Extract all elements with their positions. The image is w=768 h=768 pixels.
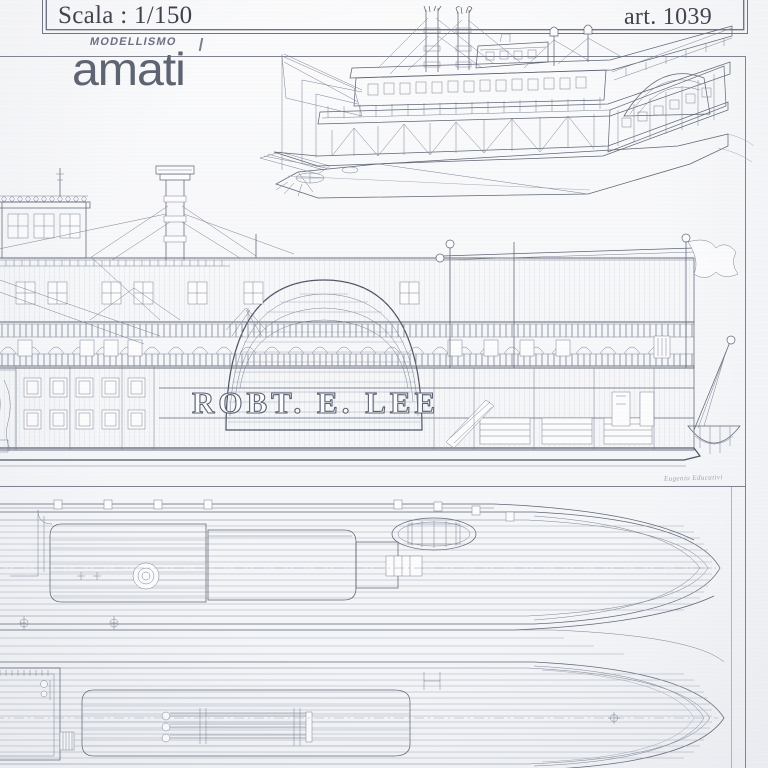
hull-name-band: ROBT. E. LEE xyxy=(159,384,694,421)
amati-logo: MODELLISMO amati xyxy=(72,36,252,95)
article-number-label: art. 1039 xyxy=(623,4,712,30)
frame-divider-upper xyxy=(0,56,746,58)
smokestack xyxy=(155,165,195,260)
scale-label: Scala : 1/150 xyxy=(58,2,193,29)
lower-deck-plan-view xyxy=(0,628,756,768)
upper-deck-plan-view xyxy=(0,496,756,636)
logo-accent-tick xyxy=(198,38,203,51)
bitt-fitting xyxy=(423,672,441,690)
frame-right-inner-vertical xyxy=(731,487,732,768)
hull-name-text: ROBT. E. LEE xyxy=(192,385,439,420)
logo-wordmark: amati xyxy=(72,43,186,95)
stern-flag xyxy=(687,239,739,278)
title-block xyxy=(42,0,748,34)
oval-skylight xyxy=(392,518,476,550)
draftsman-signature: Eugenio Educativi xyxy=(663,473,723,483)
side-elevation-view: ROBT. E. LEE xyxy=(0,130,754,490)
perspective-view xyxy=(258,2,758,206)
shaft-assembly xyxy=(161,708,313,746)
frame-right-vertical xyxy=(745,56,747,768)
frame-divider-middle xyxy=(0,486,746,488)
stern-davit-and-boat xyxy=(688,335,740,454)
